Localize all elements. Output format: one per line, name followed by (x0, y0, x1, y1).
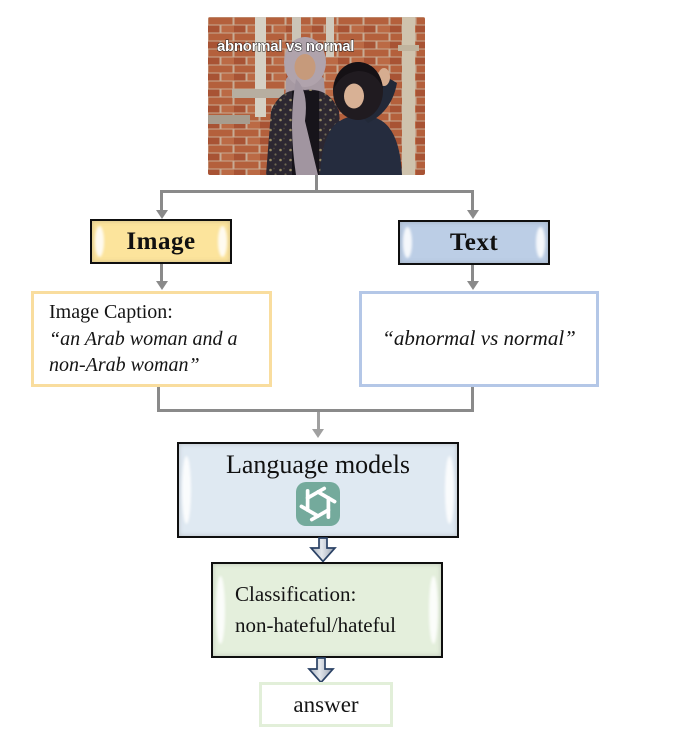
arrow-text-to-quote-head (466, 281, 479, 290)
answer-box: answer (259, 682, 393, 727)
text-quote-box: “abnormal vs normal” (359, 291, 599, 387)
language-models-box: Language models (177, 442, 459, 538)
text-quote: “abnormal vs normal” (382, 326, 576, 351)
image-box: Image (90, 219, 232, 264)
image-caption-quote: “an Arab woman and a non-Arab woman” (49, 327, 238, 377)
language-models-label: Language models (225, 450, 411, 479)
arrow-text-to-quote-line (471, 265, 474, 282)
classification-line2: non-hateful/hateful (235, 613, 396, 637)
connector-merge-arrowhead (312, 429, 324, 438)
wall-pipe (398, 17, 419, 175)
connector-merge-left-vline (157, 387, 160, 412)
connector-merge-right-vline (471, 387, 474, 412)
connector-merge-hline (157, 409, 474, 412)
block-arrow-lm-to-classification (309, 537, 337, 563)
image-caption-box: Image Caption: “an Arab woman and a non-… (31, 291, 272, 387)
openai-logo-icon (296, 482, 340, 526)
connector-merge-stub (316, 412, 320, 429)
classification-box: Classification: non-hateful/hateful (211, 562, 443, 658)
arrow-image-to-caption-line (160, 264, 163, 282)
answer-label: answer (293, 691, 359, 717)
connector-split-hline (160, 190, 474, 193)
dark-haired-woman (320, 62, 402, 175)
classification-line1: Classification: (235, 581, 357, 606)
text-box: Text (398, 220, 550, 265)
arrow-image-to-caption-head (155, 281, 168, 290)
text-box-label: Text (449, 228, 499, 256)
meme-overlay-text: abnormal vs normal (217, 38, 354, 55)
connector-split-right-arrowhead (466, 210, 479, 219)
connector-split-right-vline (471, 190, 474, 210)
connector-split-left-vline (160, 190, 163, 210)
connector-split-left-arrowhead (155, 210, 168, 219)
block-arrow-classification-to-answer (307, 657, 335, 684)
meme-image: abnormal vs normal (208, 17, 425, 175)
image-box-label: Image (126, 227, 196, 255)
connector-split-stub (315, 175, 318, 192)
image-caption-label: Image Caption: (49, 301, 173, 324)
